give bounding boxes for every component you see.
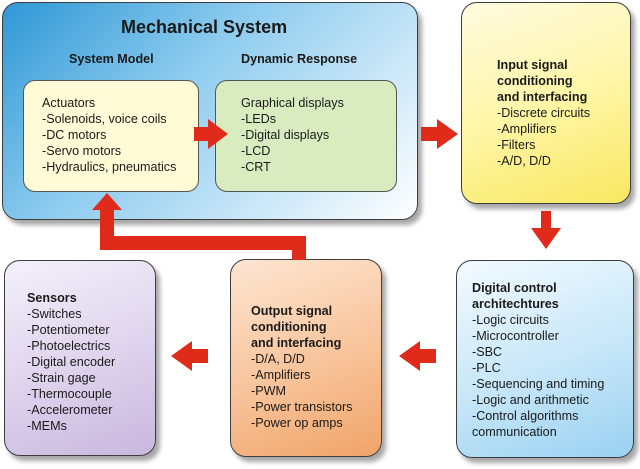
- input-heading: Input signal: [497, 58, 568, 72]
- output-heading: and interfacing: [251, 336, 342, 350]
- sensor-item: -MEMs: [27, 419, 67, 433]
- actuator-item: -Servo motors: [42, 144, 122, 158]
- input-signal-block: Input signal conditioning and interfacin…: [461, 2, 631, 204]
- input-heading: conditioning: [497, 74, 573, 88]
- input-item: -Filters: [497, 138, 536, 152]
- input-item: -Amplifiers: [497, 122, 557, 136]
- actuator-item: -DC motors: [42, 128, 107, 142]
- control-item: communication: [472, 425, 557, 439]
- control-item: -SBC: [472, 345, 503, 359]
- output-signal-block: Output signal conditioning and interfaci…: [230, 259, 382, 457]
- control-item: -PLC: [472, 361, 501, 375]
- control-heading: architechtures: [472, 297, 559, 311]
- sensor-item: -Switches: [27, 307, 82, 321]
- system-model-label: System Model: [69, 52, 154, 66]
- arrow-actuators-to-displays: [194, 119, 228, 149]
- control-item: -Logic circuits: [472, 313, 549, 327]
- sensors-heading: Sensors: [27, 291, 77, 305]
- input-item: -Discrete circuits: [497, 106, 591, 120]
- control-item: -Logic and arithmetic: [472, 393, 589, 407]
- sensor-item: -Digital encoder: [27, 355, 116, 369]
- displays-panel: Graphical displays -LEDs -Digital displa…: [215, 80, 397, 192]
- control-item: -Control algorithms: [472, 409, 579, 423]
- arrow-control-to-output: [399, 341, 436, 371]
- mechanical-system-title: Mechanical System: [121, 17, 288, 37]
- displays-heading: Graphical displays: [241, 96, 344, 110]
- actuator-item: -Solenoids, voice coils: [42, 112, 167, 126]
- input-item: -A/D, D/D: [497, 154, 551, 168]
- input-heading: and interfacing: [497, 90, 588, 104]
- output-item: -Power transistors: [251, 400, 353, 414]
- output-heading: Output signal: [251, 304, 333, 318]
- actuators-heading: Actuators: [42, 96, 96, 110]
- sensor-item: -Potentiometer: [27, 323, 110, 337]
- control-item: -Microcontroller: [472, 329, 559, 343]
- digital-control-block: Digital control architechtures -Logic ci…: [456, 260, 634, 458]
- output-item: -D/A, D/D: [251, 352, 305, 366]
- dynamic-response-label: Dynamic Response: [241, 52, 358, 66]
- display-item: -LCD: [241, 144, 271, 158]
- actuator-item: -Hydraulics, pneumatics: [42, 160, 177, 174]
- sensor-item: -Photoelectrics: [27, 339, 111, 353]
- arrow-feedback-to-mechanical: [92, 193, 306, 260]
- output-heading: conditioning: [251, 320, 327, 334]
- display-item: -Digital displays: [241, 128, 330, 142]
- sensor-item: -Strain gage: [27, 371, 96, 385]
- mechanical-system-block: Mechanical System System Model Dynamic R…: [2, 2, 418, 220]
- arrow-input-to-control: [531, 211, 561, 249]
- display-item: -LEDs: [241, 112, 276, 126]
- sensors-block: Sensors -Switches -Potentiometer -Photoe…: [4, 260, 156, 456]
- output-item: -Amplifiers: [251, 368, 311, 382]
- arrow-mechanical-to-input: [421, 119, 458, 149]
- output-item: -Power op amps: [251, 416, 343, 430]
- arrow-output-to-sensors: [171, 341, 208, 371]
- control-item: -Sequencing and timing: [472, 377, 605, 391]
- actuators-panel: Actuators -Solenoids, voice coils -DC mo…: [23, 80, 199, 192]
- control-heading: Digital control: [472, 281, 557, 295]
- display-item: -CRT: [241, 160, 271, 174]
- sensor-item: -Thermocouple: [27, 387, 112, 401]
- sensor-item: -Accelerometer: [27, 403, 113, 417]
- output-item: -PWM: [251, 384, 286, 398]
